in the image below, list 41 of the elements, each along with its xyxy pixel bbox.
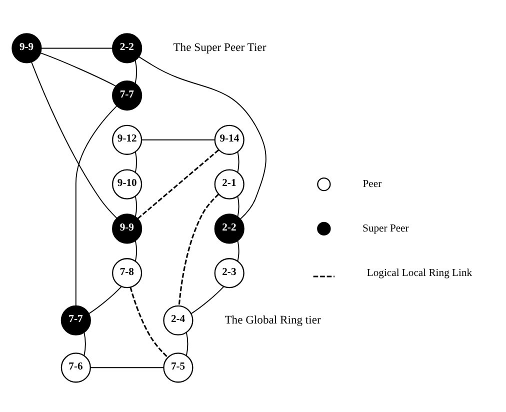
connector bbox=[237, 240, 240, 262]
node-circle: 2-2 bbox=[214, 213, 244, 244]
legend-label: Super Peer bbox=[362, 222, 409, 234]
node-circle: 7-7 bbox=[60, 304, 91, 335]
connector bbox=[88, 286, 122, 314]
connector bbox=[186, 331, 188, 356]
legend-label: Logical Local Ring Link bbox=[366, 267, 472, 278]
node-circle: 2-2 bbox=[112, 32, 142, 63]
connector bbox=[134, 240, 137, 262]
node-circle: 7-7 bbox=[112, 80, 142, 110]
connector bbox=[134, 195, 137, 217]
connector bbox=[130, 286, 168, 358]
node-circle: 7-6 bbox=[60, 352, 91, 382]
connector bbox=[84, 331, 86, 356]
node-circle: 9-14 bbox=[214, 124, 244, 154]
connector bbox=[90, 366, 164, 368]
label: The Super Peer Tier bbox=[173, 40, 266, 54]
connector bbox=[40, 47, 113, 48]
connector bbox=[134, 59, 137, 84]
node-circle: 2-4 bbox=[163, 304, 194, 335]
connector bbox=[237, 195, 240, 217]
node-circle: 7-5 bbox=[163, 352, 194, 382]
node-circle: 2-3 bbox=[214, 258, 244, 288]
connector bbox=[40, 52, 116, 86]
legend-label: Peer bbox=[362, 178, 382, 190]
connector bbox=[137, 148, 220, 219]
label: The Global Ring tier bbox=[224, 312, 321, 326]
connector bbox=[75, 105, 118, 306]
connector bbox=[190, 286, 224, 314]
connector bbox=[31, 61, 118, 218]
connector bbox=[178, 193, 220, 306]
node-circle: 9-10 bbox=[112, 168, 142, 199]
node-circle: 9-9 bbox=[112, 213, 142, 244]
connector bbox=[237, 151, 240, 172]
node-circle: 9-9 bbox=[12, 32, 42, 63]
node-circle: 9-12 bbox=[112, 124, 142, 154]
node-circle: 7-8 bbox=[112, 258, 142, 288]
connector bbox=[138, 56, 266, 220]
connector bbox=[141, 138, 216, 140]
node-circle: 2-1 bbox=[214, 168, 244, 199]
connector bbox=[134, 151, 137, 172]
